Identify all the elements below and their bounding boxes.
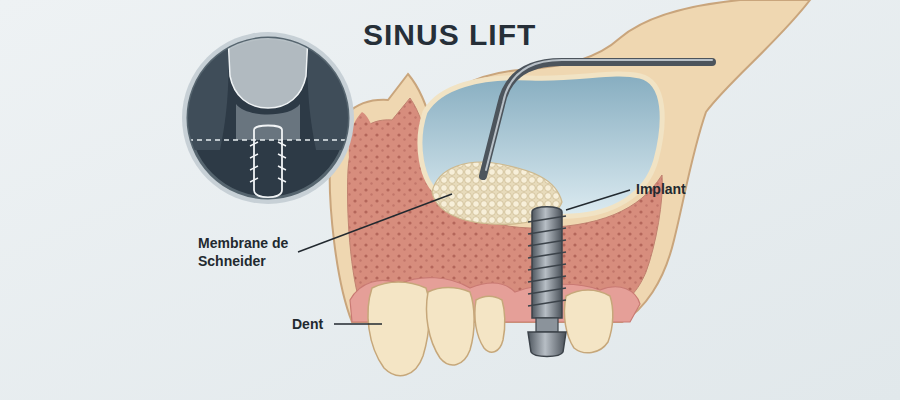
molar-tooth bbox=[564, 290, 612, 353]
leader-line bbox=[566, 190, 630, 210]
part-label: Implant bbox=[636, 180, 686, 198]
dental-implant bbox=[528, 207, 566, 357]
part-label: Dent bbox=[292, 315, 323, 333]
incisor-tooth bbox=[368, 282, 429, 376]
leader-line bbox=[334, 323, 382, 324]
lateral-tooth bbox=[427, 288, 475, 365]
premolar-tooth bbox=[475, 296, 505, 352]
diagram-title: SINUS LIFT bbox=[363, 18, 536, 52]
part-label: Membrane de Schneider bbox=[198, 234, 294, 270]
xray-inset bbox=[182, 32, 354, 204]
surgical-instrument bbox=[483, 60, 712, 176]
leader-line bbox=[298, 194, 452, 252]
maxilla-bone bbox=[330, 0, 810, 322]
